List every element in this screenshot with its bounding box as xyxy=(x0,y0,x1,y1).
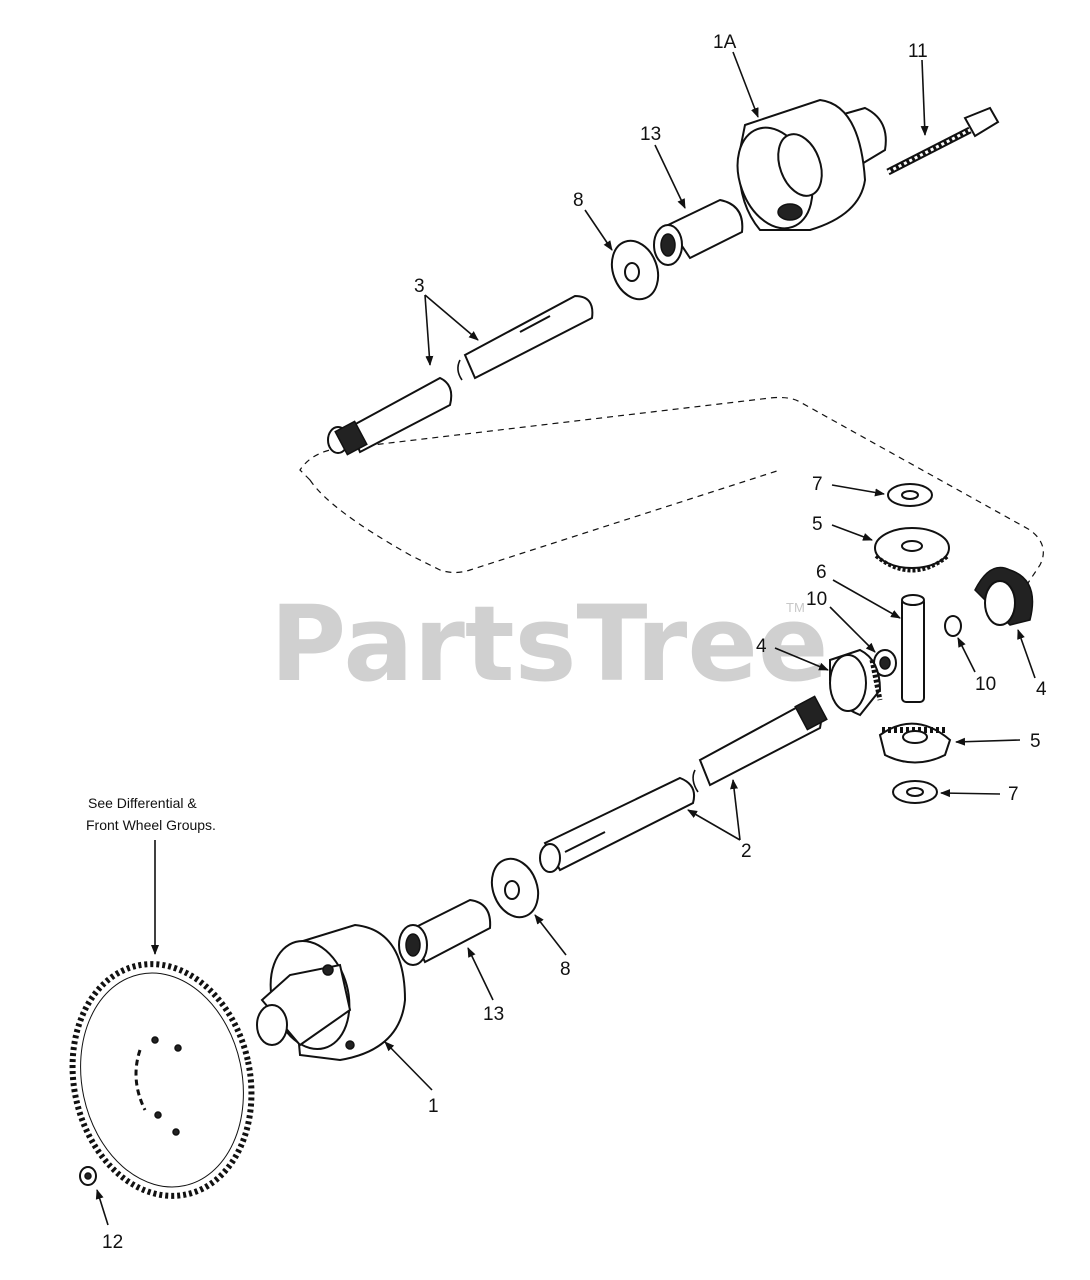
callout-4-right: 4 xyxy=(1036,679,1047,700)
washer-10-right xyxy=(944,615,962,637)
callout-12: 12 xyxy=(102,1232,123,1253)
callout-5-right: 5 xyxy=(1030,731,1041,752)
spacer-13-bottom xyxy=(398,898,492,966)
callout-11: 11 xyxy=(908,41,928,62)
washer-8-bottom xyxy=(490,857,540,919)
callout-13-bottom: 13 xyxy=(483,1004,504,1025)
watermark-tm: TM xyxy=(786,600,805,615)
callout-13-top: 13 xyxy=(640,124,661,145)
watermark-text: PartsTree xyxy=(270,583,828,705)
callout-2: 2 xyxy=(741,841,752,862)
bolt-11 xyxy=(886,106,1000,176)
hub-1A xyxy=(736,98,887,231)
callout-8-top: 8 xyxy=(573,190,584,211)
callout-5-top: 5 xyxy=(812,514,823,535)
pin-6 xyxy=(901,594,925,703)
hub-1 xyxy=(256,923,407,1062)
nut-12 xyxy=(79,1166,97,1186)
callout-7-right: 7 xyxy=(1008,784,1019,805)
callout-4-left: 4 xyxy=(756,636,767,657)
callout-10-right: 10 xyxy=(975,674,996,695)
dashed-group-outline xyxy=(299,396,1044,611)
gear-5-top xyxy=(874,527,950,573)
note-line-1: See Differential & xyxy=(88,795,197,811)
washer-10-left xyxy=(873,649,897,677)
callout-1: 1 xyxy=(428,1096,439,1117)
callout-3: 3 xyxy=(414,276,425,297)
gear-4-left xyxy=(829,648,883,717)
washer-7-right xyxy=(892,780,938,804)
callout-6: 6 xyxy=(816,562,827,583)
callout-7-top: 7 xyxy=(812,474,823,495)
callout-1A: 1A xyxy=(713,32,737,53)
callout-10-left: 10 xyxy=(806,589,827,610)
note-line-2: Front Wheel Groups. xyxy=(86,817,216,833)
axle-2 xyxy=(539,695,828,873)
leader-lines xyxy=(95,51,1036,1226)
sprocket-wheel xyxy=(69,961,255,1199)
gear-4-right xyxy=(974,566,1034,626)
washer-7-top xyxy=(887,483,933,507)
gear-5-right xyxy=(878,722,952,764)
axle-3 xyxy=(327,294,594,456)
callout-8-bottom: 8 xyxy=(560,959,571,980)
washer-8-top xyxy=(610,239,660,301)
spacer-13-top xyxy=(653,198,744,266)
